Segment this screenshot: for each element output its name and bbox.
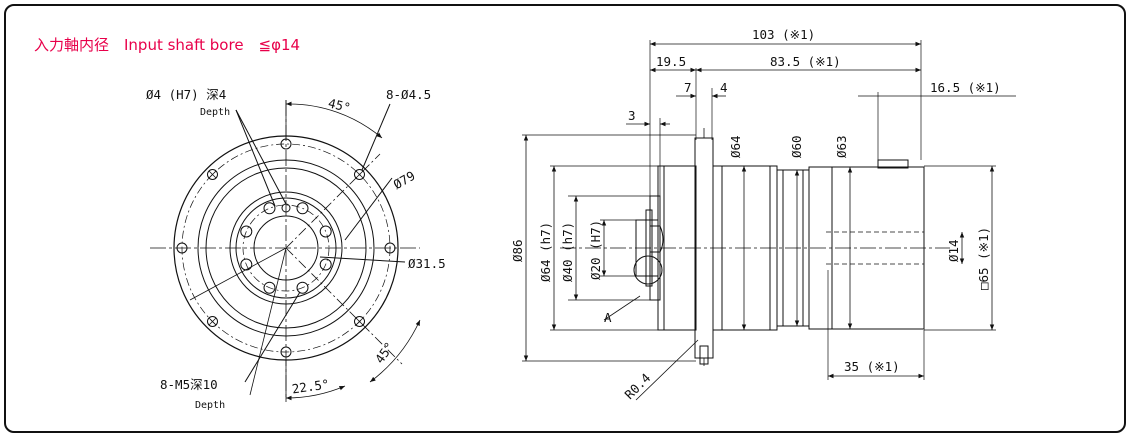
front-ring-2	[205, 167, 367, 329]
flange-offset-label: 19.5	[656, 54, 686, 69]
leader-r04	[635, 339, 699, 401]
dia-63-label: Ø63	[834, 135, 849, 158]
dia-40h7-label: Ø40 (h7)	[560, 222, 575, 282]
front-bolt-pcd-circle	[181, 143, 391, 353]
angle-arc-bottom	[369, 319, 421, 383]
bolt-hole	[207, 169, 218, 180]
bolt-hole	[280, 346, 292, 358]
detail-a-circle	[633, 255, 663, 285]
inner-tapped-holes	[240, 202, 332, 294]
overall-length-label: 103 (※1)	[752, 27, 815, 42]
length-35-label: 35 (※1)	[844, 359, 900, 374]
dia-64-label: Ø64	[728, 135, 743, 158]
bolt-hole	[176, 242, 188, 254]
radius-label: R0.4	[622, 370, 654, 402]
angle-offset-label: 22.5°	[291, 376, 330, 396]
shaft-projection-label: 16.5 (※1)	[930, 80, 1001, 95]
front-view	[150, 100, 421, 402]
dia-64h7-label: Ø64 (h7)	[538, 222, 553, 282]
tapped-hole	[296, 281, 309, 294]
tap-hole-note: 8-M5深10	[160, 377, 218, 392]
drawing-frame	[4, 4, 1126, 433]
front-ring-1	[197, 159, 375, 337]
leader-a	[603, 295, 641, 321]
tapped-hole	[296, 202, 309, 215]
step-3-label: 3	[628, 108, 636, 123]
bolt-hole	[354, 169, 365, 180]
pin-hole-note: Ø4 (H7) 深4	[146, 87, 226, 102]
front-bore-circle	[253, 215, 319, 281]
detail-a-label: A	[604, 310, 612, 325]
tapped-hole	[319, 258, 332, 271]
pcd-inner-label: Ø31.5	[408, 256, 446, 271]
angle-top-label: 45°	[327, 95, 353, 115]
leader-pcd79	[344, 177, 393, 241]
bolt-hole	[354, 316, 365, 327]
drawing-title: 入力軸内径 Input shaft bore ≦φ14	[34, 36, 301, 54]
tapped-hole	[240, 225, 253, 238]
front-ring-3	[229, 191, 343, 305]
leader-pin-hole-2	[235, 109, 276, 207]
gap-4-label: 4	[720, 80, 728, 95]
tap-hole-note-depth: Depth	[195, 400, 225, 411]
pcd-outer-label: Ø79	[391, 168, 418, 192]
leader-tap-hole	[244, 291, 301, 383]
leader-pin-hole	[235, 109, 287, 205]
front-ring-4	[235, 197, 337, 299]
angle-bottom-label: 45°	[372, 339, 397, 366]
flange-thickness-label: 7	[684, 80, 692, 95]
dia-60-label: Ø60	[789, 135, 804, 158]
bolt-hole	[384, 242, 396, 254]
pin-hole-note-depth: Depth	[200, 107, 230, 118]
tapped-hole	[263, 202, 276, 215]
square-65-label: □65 (※1)	[976, 227, 991, 290]
tapped-hole	[263, 281, 276, 294]
side-view	[522, 40, 1016, 401]
dia-20H7-label: Ø20 (H7)	[588, 220, 603, 280]
leader-pcd31	[319, 256, 406, 263]
bolt-hole-note: 8-Ø4.5	[386, 87, 431, 102]
tapped-hole	[240, 258, 253, 271]
leader-bolt-hole	[361, 103, 391, 171]
angle-arc-top	[285, 101, 383, 139]
bolt-hole	[207, 316, 218, 327]
front-tap-pcd-circle	[242, 204, 330, 292]
tapped-hole	[319, 225, 332, 238]
pilot-boss	[649, 195, 661, 301]
dia-86-label: Ø86	[510, 239, 525, 262]
body-length-label: 83.5 (※1)	[770, 54, 841, 69]
angle-arc-offset	[285, 385, 346, 401]
output-shaft	[635, 219, 659, 277]
dia-14-label: Ø14	[946, 239, 961, 262]
